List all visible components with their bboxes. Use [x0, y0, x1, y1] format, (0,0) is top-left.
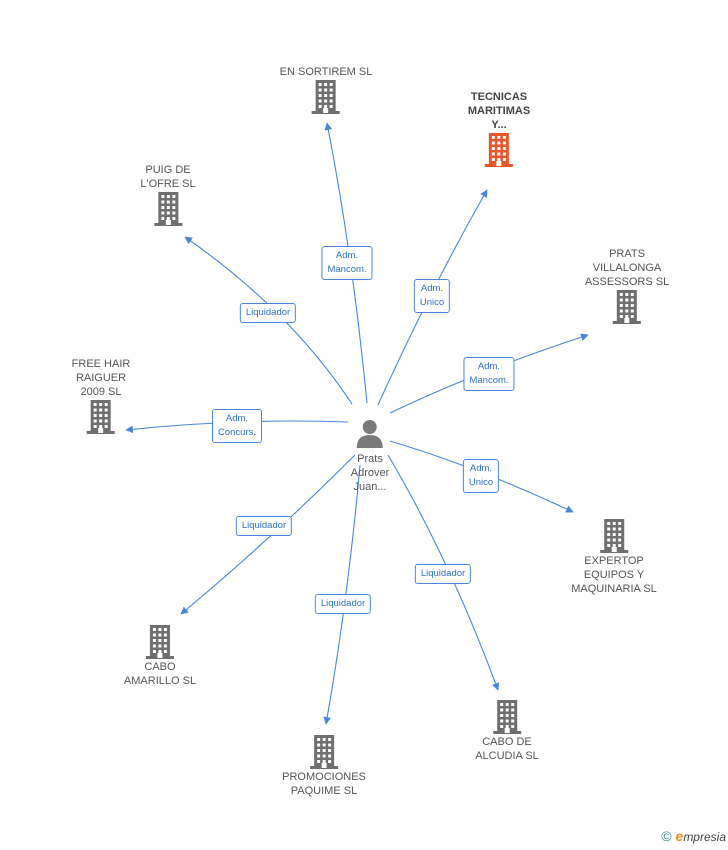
footer-brand: © empresia [661, 828, 726, 844]
copyright-symbol: © [661, 828, 672, 844]
role-label[interactable]: Adm. Unico [462, 459, 500, 493]
company-node-expertop[interactable]: EXPERTOP EQUIPOS Y MAQUINARIA SL [571, 518, 657, 596]
building-icon [483, 132, 515, 168]
building-icon [598, 518, 630, 554]
company-name: FREE HAIR RAIGUER 2009 SL [71, 358, 131, 398]
edge-to-amarillo [180, 454, 356, 615]
brand-logo: empresia [675, 828, 726, 844]
building-icon [308, 734, 340, 770]
company-name: PROMOCIONES PAQUIME SL [282, 771, 366, 797]
company-node-puig-de-lofre[interactable]: PUIG DE L'OFRE SL [140, 163, 196, 227]
building-icon [611, 289, 643, 325]
role-label[interactable]: Adm. Concurs. [211, 409, 263, 443]
company-name: PUIG DE L'OFRE SL [140, 164, 196, 190]
building-icon [310, 79, 342, 115]
role-label[interactable]: Liquidador [314, 594, 372, 614]
building-icon [144, 624, 176, 660]
role-label[interactable]: Adm. Unico [413, 279, 451, 313]
building-icon [152, 191, 184, 227]
company-node-cabo-amarillo[interactable]: CABO AMARILLO SL [124, 624, 196, 688]
company-name: CABO DE ALCUDIA SL [475, 736, 539, 762]
role-label[interactable]: Liquidador [239, 303, 297, 323]
role-label[interactable]: Liquidador [235, 516, 293, 536]
role-label[interactable]: Adm. Mancom. [321, 246, 373, 280]
company-node-cabo-de-alcudia[interactable]: CABO DE ALCUDIA SL [475, 699, 539, 763]
role-label[interactable]: Adm. Mancom. [463, 357, 515, 391]
company-node-en-sortirem[interactable]: EN SORTIREM SL [279, 65, 373, 115]
person-icon [357, 420, 383, 448]
company-name: TECNICAS MARITIMAS Y... [467, 91, 531, 131]
person-name: Prats Adrover Juan... [350, 453, 390, 493]
company-node-promociones-paquime[interactable]: PROMOCIONES PAQUIME SL [282, 734, 366, 798]
company-name: EN SORTIREM SL [279, 66, 373, 78]
company-name: EXPERTOP EQUIPOS Y MAQUINARIA SL [571, 555, 657, 595]
building-icon [85, 399, 117, 435]
person-node[interactable]: Prats Adrover Juan... [350, 418, 390, 494]
company-name: PRATS VILLALONGA ASSESSORS SL [584, 248, 670, 288]
company-node-free-hair-raiguer[interactable]: FREE HAIR RAIGUER 2009 SL [71, 357, 131, 435]
company-node-tecnicas-maritimas[interactable]: TECNICAS MARITIMAS Y... [468, 90, 530, 168]
company-name: CABO AMARILLO SL [123, 661, 197, 687]
company-node-prats-villalonga[interactable]: PRATS VILLALONGA ASSESSORS SL [585, 247, 669, 325]
building-icon [491, 699, 523, 735]
role-label[interactable]: Liquidador [414, 564, 472, 584]
